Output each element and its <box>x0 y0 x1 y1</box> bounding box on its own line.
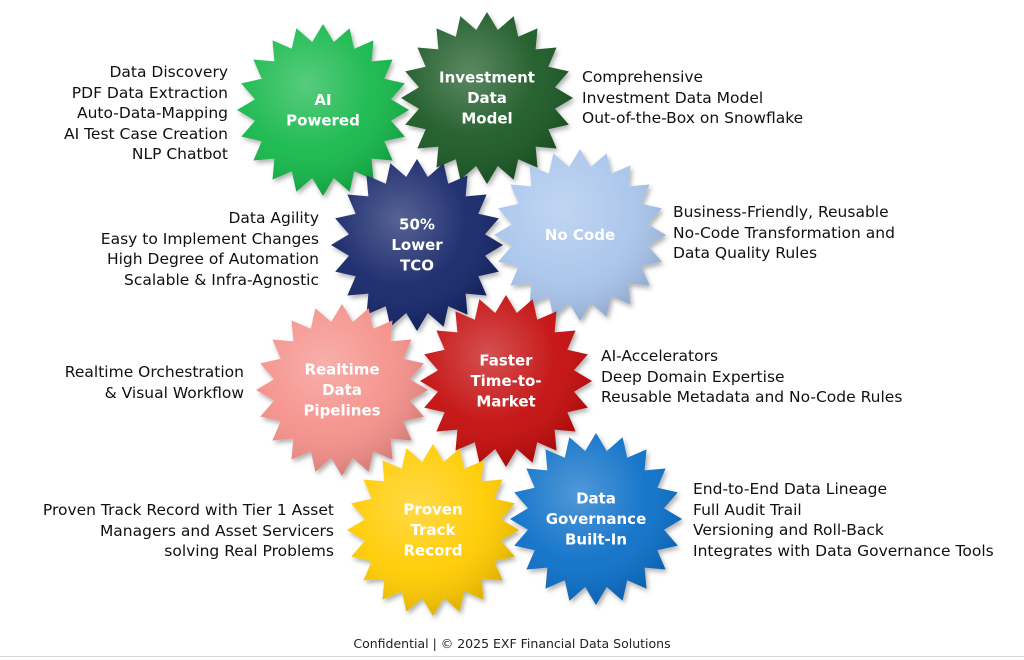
description-line: Versioning and Roll-Back <box>693 521 884 540</box>
gear-label: No Code <box>545 226 615 244</box>
description-line: Reusable Metadata and No-Code Rules <box>601 388 903 407</box>
proven-track-record-description: Proven Track Record with Tier 1 Asset Ma… <box>43 500 334 562</box>
description-line: Data Discovery <box>109 63 228 81</box>
description-line: Full Audit Trail <box>693 500 802 519</box>
description-line: & Visual Workflow <box>104 383 244 402</box>
description-line: AI Test Case Creation <box>64 124 228 143</box>
ai-powered-description: Data Discovery PDF Data Extraction Auto-… <box>64 62 228 165</box>
gear-highlight <box>510 433 682 605</box>
description-line: solving Real Problems <box>164 542 334 561</box>
description-line: Integrates with Data Governance Tools <box>693 541 994 560</box>
gear-highlight <box>256 304 428 476</box>
gear-label: AI <box>314 91 331 109</box>
gear-label: Data <box>322 381 362 399</box>
description-line: Auto-Data-Mapping <box>77 104 228 123</box>
gear-label: Data <box>576 490 616 508</box>
gear-label: TCO <box>400 257 434 275</box>
gear-highlight <box>237 24 409 196</box>
description-line: Out-of-the-Box on Snowflake <box>582 109 804 128</box>
gear-label: Built-In <box>565 531 627 549</box>
description-line: NLP Chatbot <box>131 145 228 164</box>
data-governance-description: End-to-End Data Lineage Full Audit Trail… <box>693 479 994 561</box>
footer-confidential: Confidential | © 2025 EXF Financial Data… <box>353 636 671 651</box>
description-line: Proven Track Record with Tier 1 Asset <box>42 501 334 519</box>
gear-label: Market <box>476 393 535 411</box>
description-line: No-Code Transformation and <box>673 223 895 242</box>
gear-label: Investment <box>439 69 535 87</box>
gear-label: Faster <box>479 352 533 370</box>
gear-label: Proven <box>403 501 462 519</box>
gear-label: Track <box>411 521 457 539</box>
gear-label: Record <box>403 542 462 560</box>
lower-tco-description: Data Agility Easy to Implement Changes H… <box>101 208 319 290</box>
faster-time-to-market-description: AI-Accelerators Deep Domain Expertise Re… <box>601 346 902 408</box>
gear-highlight <box>420 295 592 467</box>
gear-label: Lower <box>391 236 443 254</box>
gear-label: Realtime <box>304 361 379 379</box>
description-line: Managers and Asset Servicers <box>99 521 334 540</box>
gear-highlight <box>494 149 666 321</box>
gear-label: Data <box>467 89 507 107</box>
no-code-description: Business-Friendly, Reusable No-Code Tran… <box>673 202 895 264</box>
description-line: Easy to Implement Changes <box>100 229 319 248</box>
description-line: High Degree of Automation <box>106 250 319 269</box>
description-line: Realtime Orchestration <box>64 363 244 381</box>
description-line: PDF Data Extraction <box>71 83 228 102</box>
gear-highlight <box>331 159 503 331</box>
gear-label: Pipelines <box>303 402 380 420</box>
description-line: Data Agility <box>228 209 319 227</box>
realtime-description: Realtime Orchestration & Visual Workflow <box>65 362 244 403</box>
gear-label: Time-to- <box>470 372 541 390</box>
gear-highlight <box>347 444 519 616</box>
description-line: Deep Domain Expertise <box>601 367 785 386</box>
gear-label: 50% <box>399 216 435 234</box>
gear-label: Model <box>461 110 512 128</box>
description-line: AI-Accelerators <box>601 347 719 365</box>
gear-no-code: No Code <box>494 149 666 321</box>
description-line: End-to-End Data Lineage <box>693 480 887 498</box>
description-line: Comprehensive <box>582 68 704 86</box>
footer-divider <box>0 656 1024 657</box>
gear-ai-powered: AI Powered <box>237 24 409 196</box>
gear-label: Governance <box>546 510 647 528</box>
description-line: Scalable & Infra-Agnostic <box>124 270 319 289</box>
gear-highlight <box>401 12 573 184</box>
gear-label: Powered <box>286 111 360 129</box>
investment-data-model-description: Comprehensive Investment Data Model Out-… <box>582 67 803 129</box>
description-line: Business-Friendly, Reusable <box>673 203 889 221</box>
description-line: Data Quality Rules <box>673 244 818 263</box>
description-line: Investment Data Model <box>582 88 764 107</box>
